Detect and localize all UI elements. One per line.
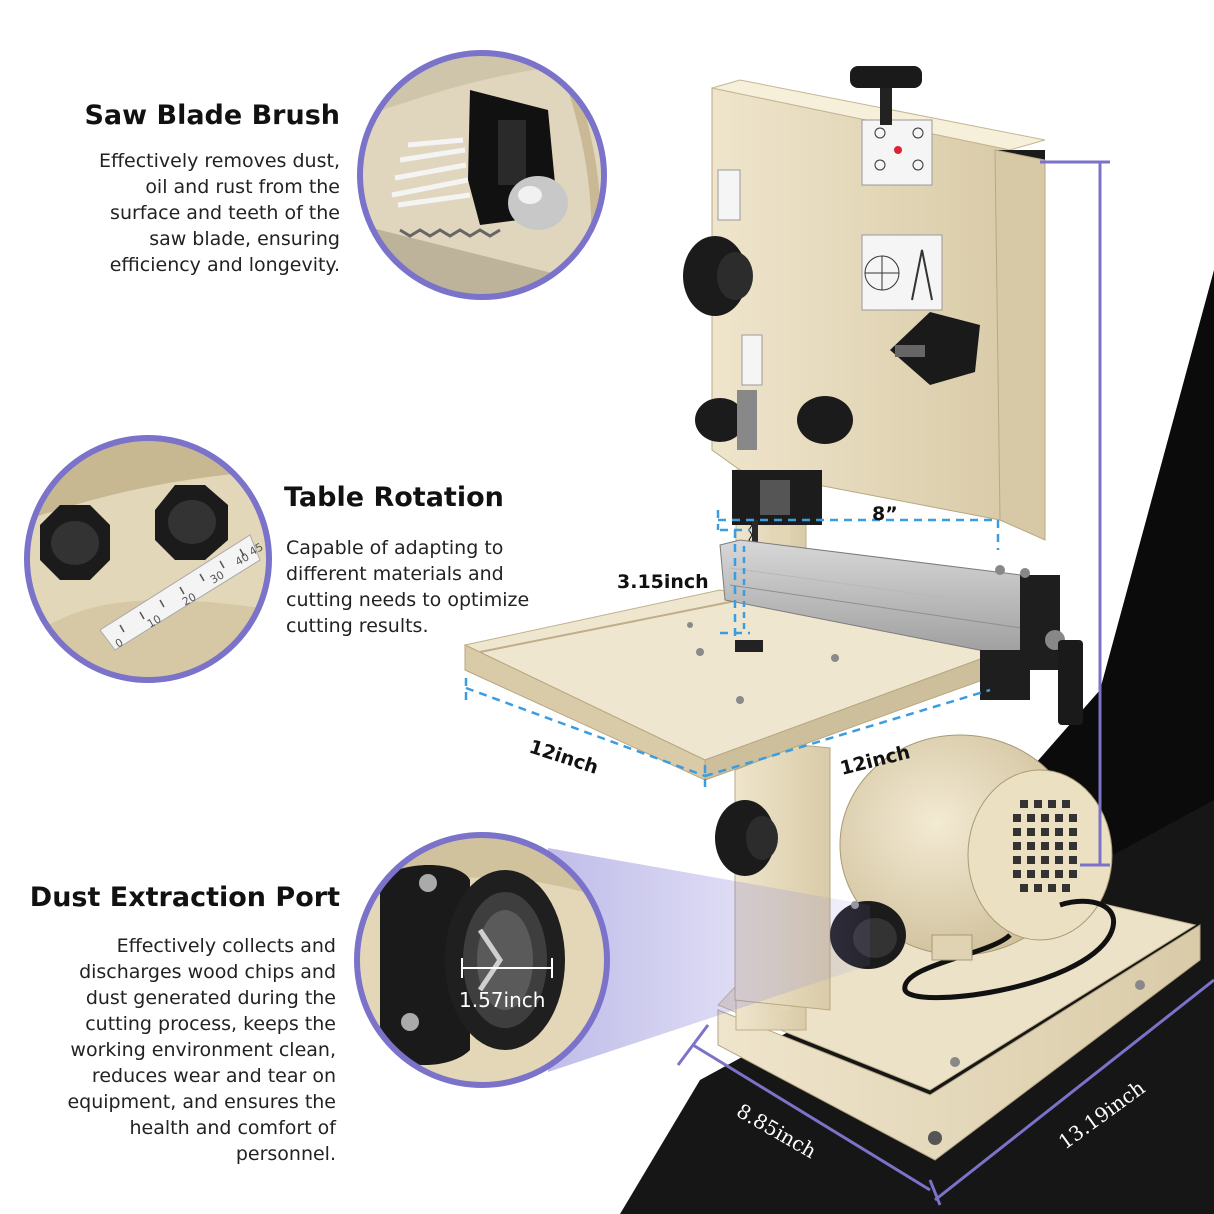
desc-line: different materials and bbox=[286, 563, 504, 585]
base-dimensions bbox=[676, 978, 1214, 1206]
desc-line: cutting needs to optimize bbox=[286, 589, 530, 611]
angle-tick-45: 45 bbox=[247, 540, 266, 558]
desc-line: saw blade, ensuring bbox=[149, 228, 340, 250]
feature-desc-dust-extraction-port: Effectively collects and discharges wood… bbox=[6, 933, 336, 1167]
feature-desc-saw-blade-brush: Effectively removes dust, oil and rust f… bbox=[10, 148, 340, 278]
dimension-lines bbox=[464, 510, 1000, 790]
desc-line: cutting results. bbox=[286, 615, 429, 637]
callout-beam bbox=[548, 848, 870, 1072]
angle-tick-10: 10 bbox=[145, 612, 164, 630]
dim-throat: 8” bbox=[872, 503, 898, 525]
motor-end-cap bbox=[967, 769, 1113, 941]
desc-line: working environment clean, bbox=[70, 1039, 336, 1061]
desc-line: reduces wear and tear on bbox=[91, 1065, 336, 1087]
feature-title-table-rotation: Table Rotation bbox=[284, 482, 504, 513]
adjust-knob bbox=[890, 312, 980, 385]
upper-housing bbox=[711, 87, 1011, 521]
guide-knob-left bbox=[695, 398, 745, 442]
desc-line: efficiency and longevity. bbox=[109, 254, 340, 276]
power-cord bbox=[902, 898, 1117, 1001]
table-rotation-closeup: 0 10 20 30 40 45 bbox=[24, 435, 272, 683]
saw-blade-brush-closeup bbox=[357, 50, 607, 300]
guide-knob-right bbox=[797, 396, 853, 444]
feature-title-saw-blade-brush: Saw Blade Brush bbox=[84, 100, 340, 131]
angle-tick-20: 20 bbox=[180, 590, 199, 608]
desc-line: Capable of adapting to bbox=[286, 537, 504, 559]
desc-line: Effectively collects and bbox=[116, 935, 336, 957]
desc-line: equipment, and ensures the bbox=[67, 1091, 336, 1113]
tension-knob bbox=[850, 66, 922, 88]
height-dimension bbox=[1040, 160, 1110, 867]
desc-line: Effectively removes dust, bbox=[98, 150, 340, 172]
angle-tick-30: 30 bbox=[208, 568, 227, 586]
angle-tick-40: 40 bbox=[233, 550, 252, 568]
dim-port: 1.57inch bbox=[459, 988, 546, 1012]
feature-desc-table-rotation: Capable of adapting to different materia… bbox=[286, 535, 606, 639]
base-plate bbox=[717, 924, 1201, 1161]
desc-line: dust generated during the bbox=[85, 987, 336, 1009]
feature-title-dust-extraction-port: Dust Extraction Port bbox=[29, 882, 340, 913]
dim-height: 25.6inch bbox=[1107, 470, 1131, 556]
desc-line: oil and rust from the bbox=[145, 176, 340, 198]
desc-line: cutting process, keeps the bbox=[85, 1013, 336, 1035]
dust-port-closeup bbox=[354, 832, 610, 1088]
desc-line: health and comfort of bbox=[129, 1117, 336, 1139]
dim-table-width: 12inch bbox=[526, 736, 601, 779]
desc-line: discharges wood chips and bbox=[79, 961, 336, 983]
desc-line: surface and teeth of the bbox=[110, 202, 340, 224]
desc-line: personnel. bbox=[235, 1143, 336, 1165]
motor-vent-grille bbox=[1013, 800, 1077, 892]
dim-cut-depth: 3.15inch bbox=[617, 571, 709, 593]
direction-sticker bbox=[861, 119, 933, 186]
